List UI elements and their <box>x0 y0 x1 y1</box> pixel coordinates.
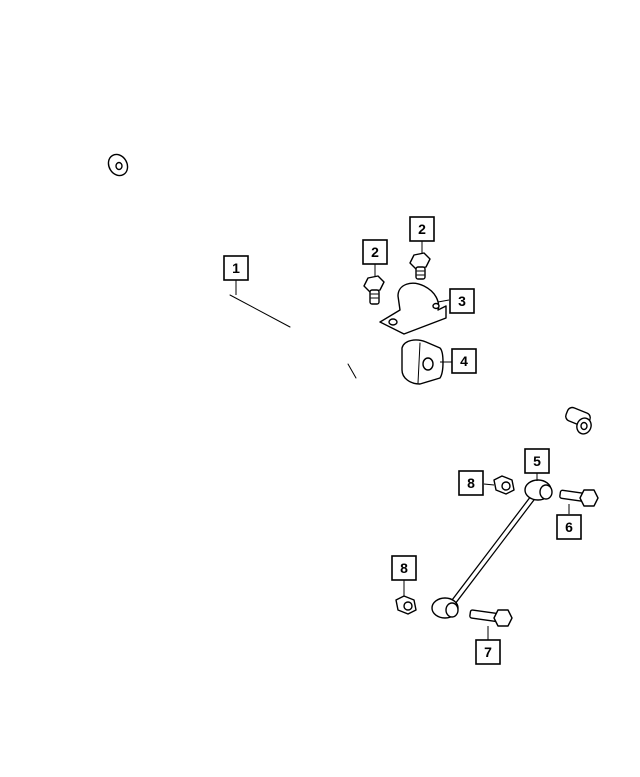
callout-7: 7 <box>475 639 501 665</box>
link-bolt-lower <box>469 609 513 627</box>
callout-5: 5 <box>524 448 550 474</box>
svg-text:2: 2 <box>418 221 426 237</box>
bolt-right <box>409 252 431 280</box>
leader-lines <box>235 241 570 640</box>
nut-upper <box>493 475 515 495</box>
stabilizer-bar <box>49 147 592 470</box>
svg-text:6: 6 <box>565 519 573 535</box>
svg-text:5: 5 <box>533 453 541 469</box>
bushing <box>401 339 444 385</box>
svg-text:8: 8 <box>467 475 475 491</box>
svg-text:7: 7 <box>484 644 492 660</box>
nut-lower <box>395 595 417 615</box>
callout-1: 1 <box>223 255 249 281</box>
link-bolt-upper <box>559 489 599 507</box>
svg-text:4: 4 <box>460 353 468 369</box>
svg-text:1: 1 <box>232 260 240 276</box>
bushing-clamp <box>379 282 447 335</box>
bolt-left <box>363 275 385 305</box>
callout-8-upper: 8 <box>458 470 484 496</box>
svg-text:2: 2 <box>371 244 379 260</box>
svg-text:3: 3 <box>458 293 466 309</box>
callout-3: 3 <box>449 288 475 314</box>
callout-8-lower: 8 <box>391 555 417 581</box>
callout-2-left: 2 <box>362 239 388 265</box>
stabilizer-link <box>431 479 553 619</box>
callout-2-right: 2 <box>409 216 435 242</box>
svg-text:8: 8 <box>400 560 408 576</box>
callout-6: 6 <box>556 514 582 540</box>
callout-4: 4 <box>451 348 477 374</box>
